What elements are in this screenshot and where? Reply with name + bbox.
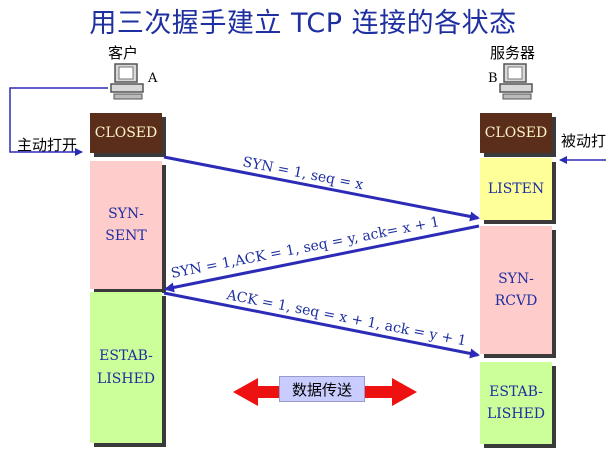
diagram-title: 用三次握手建立 TCP 连接的各状态 bbox=[89, 8, 517, 39]
client-action-label: 主动打开 bbox=[17, 134, 78, 155]
server-computer-icon bbox=[499, 63, 533, 100]
client-state-syn-sent: SYN- SENT bbox=[90, 161, 162, 289]
ack-message: ACK = 1, seq = x + 1, ack = y + 1 bbox=[224, 287, 467, 349]
server-state-listen: LISTEN bbox=[480, 158, 552, 220]
syn-arrow bbox=[163, 155, 480, 222]
server-letter: B bbox=[488, 71, 498, 86]
client-letter: A bbox=[148, 71, 158, 86]
client-state-established: ESTAB- LISHED bbox=[90, 292, 162, 443]
syn-message: SYN = 1, seq = x bbox=[241, 154, 364, 193]
server-state-closed: CLOSED bbox=[480, 113, 552, 153]
synack-message: SYN = 1,ACK = 1, seq = y, ack= x + 1 bbox=[170, 214, 441, 282]
client-label: 客户 bbox=[108, 44, 139, 62]
ack-arrow bbox=[163, 291, 480, 359]
data-transfer-label: 数据传送 bbox=[279, 376, 365, 402]
server-state-established: ESTAB- LISHED bbox=[480, 362, 552, 444]
client-open-arrow bbox=[9, 87, 83, 156]
server-state-syn-rcvd: SYN- RCVD bbox=[480, 226, 552, 354]
client-computer-icon bbox=[110, 63, 144, 100]
server-action-label: 被动打开 bbox=[561, 130, 606, 151]
client-state-closed: CLOSED bbox=[90, 113, 162, 153]
synack-arrow bbox=[164, 224, 480, 293]
server-label: 服务器 bbox=[490, 44, 536, 62]
